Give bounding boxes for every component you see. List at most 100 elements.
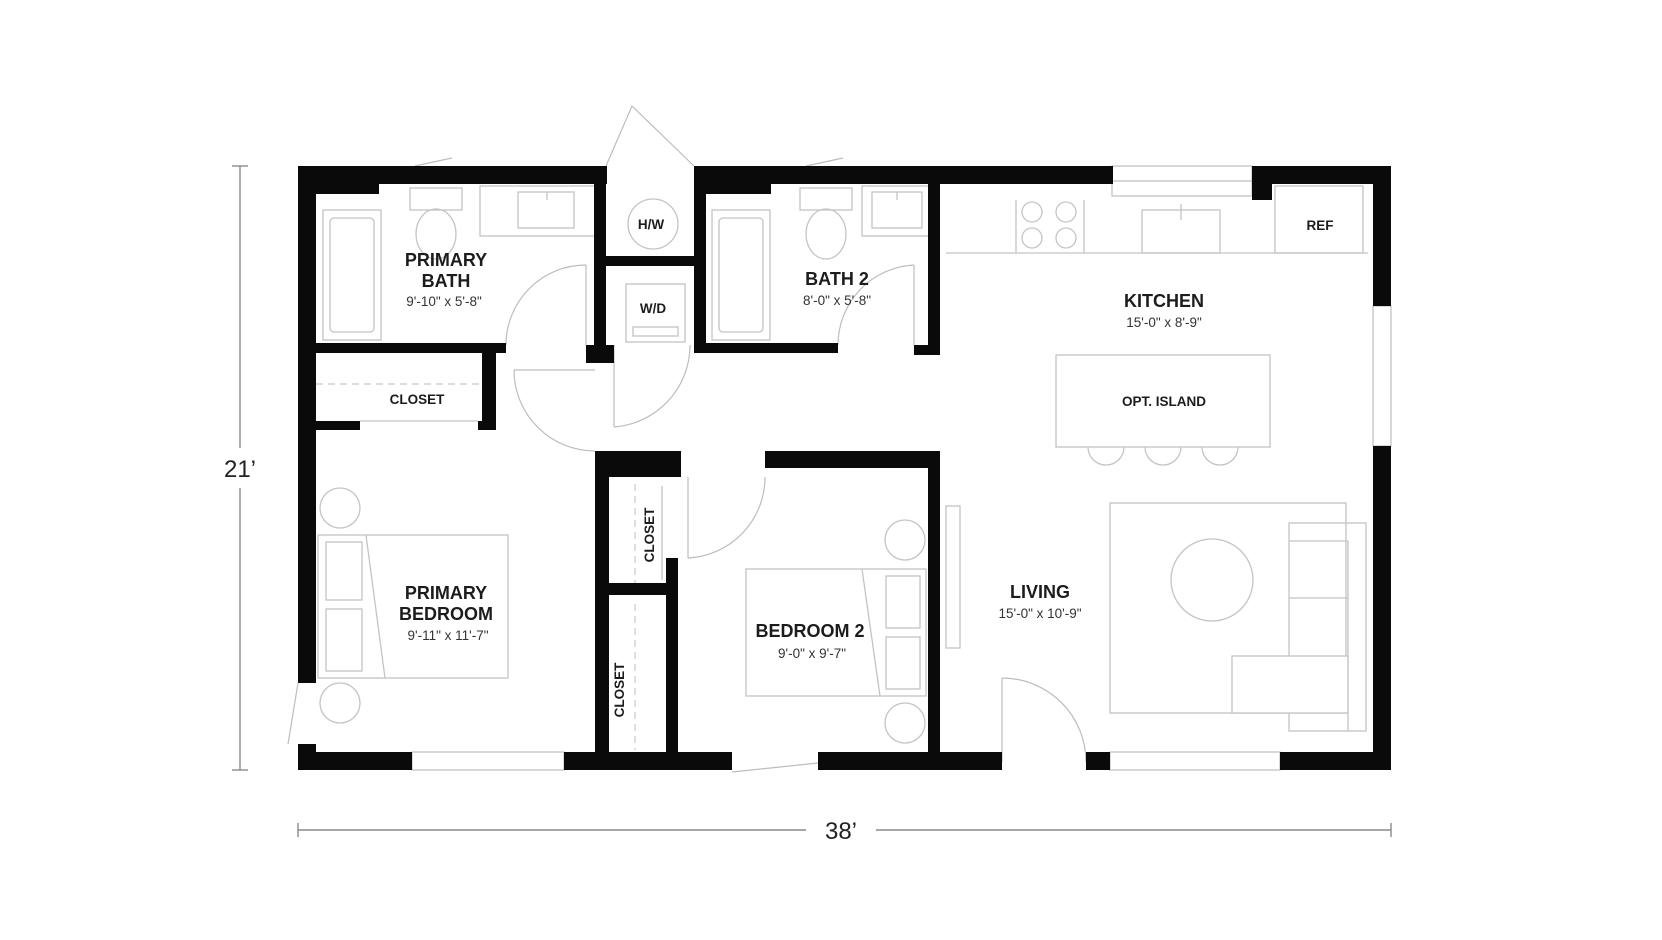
dimension-lines	[220, 165, 1392, 837]
water-heater	[627, 198, 679, 250]
wall-south-4	[1086, 752, 1110, 770]
sink-primary	[517, 191, 575, 229]
wall-hw-west	[594, 184, 606, 266]
living-name: LIVING	[1010, 582, 1070, 602]
pillow-bed2-2	[885, 636, 921, 690]
wall-hall-south-1	[595, 451, 681, 468]
wall-closet-stub	[595, 595, 609, 633]
fixtures	[317, 185, 1368, 744]
chaise	[1231, 655, 1349, 714]
wall-east-1	[1373, 166, 1391, 306]
hall-closet-lower-label: CLOSET	[612, 662, 627, 718]
wall-ledge-bath2	[705, 184, 771, 194]
primary-bedroom-name-2: BEDROOM	[399, 604, 493, 624]
burner-1	[1021, 201, 1043, 223]
nightstand-primary-2	[319, 682, 361, 724]
refrigerator	[1274, 185, 1364, 254]
primary-bedroom-door-swing	[513, 369, 596, 452]
water-heater-label: H/W	[638, 217, 665, 232]
front-door-swing	[1001, 677, 1087, 763]
primary-bath-window-swing	[414, 157, 453, 167]
wall-hall-south-1b	[609, 468, 681, 477]
bedroom2-window-swing	[731, 762, 819, 773]
wall-wd-west	[594, 266, 606, 345]
wall-closet-south-2	[478, 421, 496, 430]
primary-bath-name-2: BATH	[422, 271, 471, 291]
primary-bedroom-name-1: PRIMARY	[405, 583, 487, 603]
toilet-bowl-primary	[415, 208, 457, 260]
wall-south-2	[564, 752, 732, 770]
wall-hall-south-2	[765, 451, 940, 468]
nightstand-bed2-2	[884, 702, 926, 744]
island-label: OPT. ISLAND	[1122, 394, 1206, 409]
wall-closet-east	[482, 353, 496, 421]
toilet-tank-primary	[409, 187, 463, 211]
toilet-bowl-bath2	[805, 208, 847, 260]
bath2-door-swing	[837, 264, 915, 346]
area-rug	[1109, 502, 1347, 714]
depth-dimension-label: 21’	[224, 456, 256, 483]
south-window-living	[1109, 751, 1281, 771]
labels: 21’ 38’ PRIMARY BATH 9'-10" x 5'-8" BATH…	[224, 217, 1334, 845]
coffee-table	[1170, 538, 1254, 622]
primary-closet-label: CLOSET	[390, 392, 446, 407]
bath2-window-swing	[805, 157, 844, 167]
primary-bath-door-swing	[505, 264, 587, 346]
burner-4	[1055, 227, 1077, 249]
wall-closet-south-1	[316, 421, 360, 430]
bath2-name: BATH 2	[805, 269, 869, 289]
bathtub-primary-basin	[329, 217, 375, 333]
entry-door-leaf-2	[631, 105, 695, 167]
burner-2	[1055, 201, 1077, 223]
primary-bedroom-window-swing	[287, 682, 299, 745]
primary-bath-size: 9'-10" x 5'-8"	[406, 294, 482, 309]
living-size: 15'-0" x 10'-9"	[998, 606, 1081, 621]
wall-wd-jamb	[586, 345, 614, 363]
nightstand-bed2-1	[884, 519, 926, 561]
wall-ledge-primary-bath	[316, 184, 379, 194]
pillow-bed2-1	[885, 575, 921, 629]
burner-3	[1021, 227, 1043, 249]
wall-north-1	[298, 166, 607, 184]
wall-wd-east	[694, 266, 706, 345]
wall-hw-east	[694, 184, 706, 266]
wall-south-1	[298, 752, 412, 770]
wd-door-swing	[613, 344, 691, 428]
walls	[298, 166, 1391, 770]
bathtub-primary	[322, 209, 382, 341]
wall-bath2-east	[928, 184, 940, 345]
washer-dryer	[625, 283, 686, 343]
bath2-size: 8'-0" x 5'-8"	[803, 293, 871, 308]
doors	[287, 105, 1087, 773]
pillow-primary-1	[325, 541, 363, 601]
bathtub-bath2	[711, 209, 771, 341]
kitchen-name: KITCHEN	[1124, 291, 1204, 311]
kitchen-island	[1055, 354, 1271, 448]
nightstand-primary-1	[319, 487, 361, 529]
wall-north-2	[694, 166, 1113, 184]
width-dimension-label: 38’	[825, 818, 857, 845]
pillow-primary-2	[325, 608, 363, 672]
wall-bath2-south	[694, 343, 838, 353]
south-window-primary	[411, 751, 565, 771]
bedroom2-door-swing	[687, 476, 766, 559]
wall-bedroom2-east	[928, 451, 940, 752]
bedroom2-size: 9'-0" x 9'-7"	[778, 646, 846, 661]
depth-dimension-gap	[220, 448, 260, 488]
wall-north-jog	[1252, 166, 1272, 200]
blanket-fold-bed2	[861, 568, 881, 697]
wall-south-3	[818, 752, 1002, 770]
bedroom2-name: BEDROOM 2	[755, 621, 864, 641]
wall-west-2	[298, 744, 316, 770]
bathtub-bath2-basin	[718, 217, 764, 333]
tv-console	[945, 505, 961, 649]
washer-dryer-detail	[632, 326, 679, 337]
wall-bath2-jamb	[914, 345, 940, 355]
hall-closet-upper-label: CLOSET	[642, 507, 657, 563]
wall-west-1	[298, 166, 316, 683]
wall-primary-bath-south	[316, 343, 506, 353]
washer-dryer-label: W/D	[640, 301, 666, 316]
wall-east-2	[1373, 446, 1391, 770]
east-window	[1372, 305, 1392, 447]
sofa	[1288, 522, 1367, 732]
